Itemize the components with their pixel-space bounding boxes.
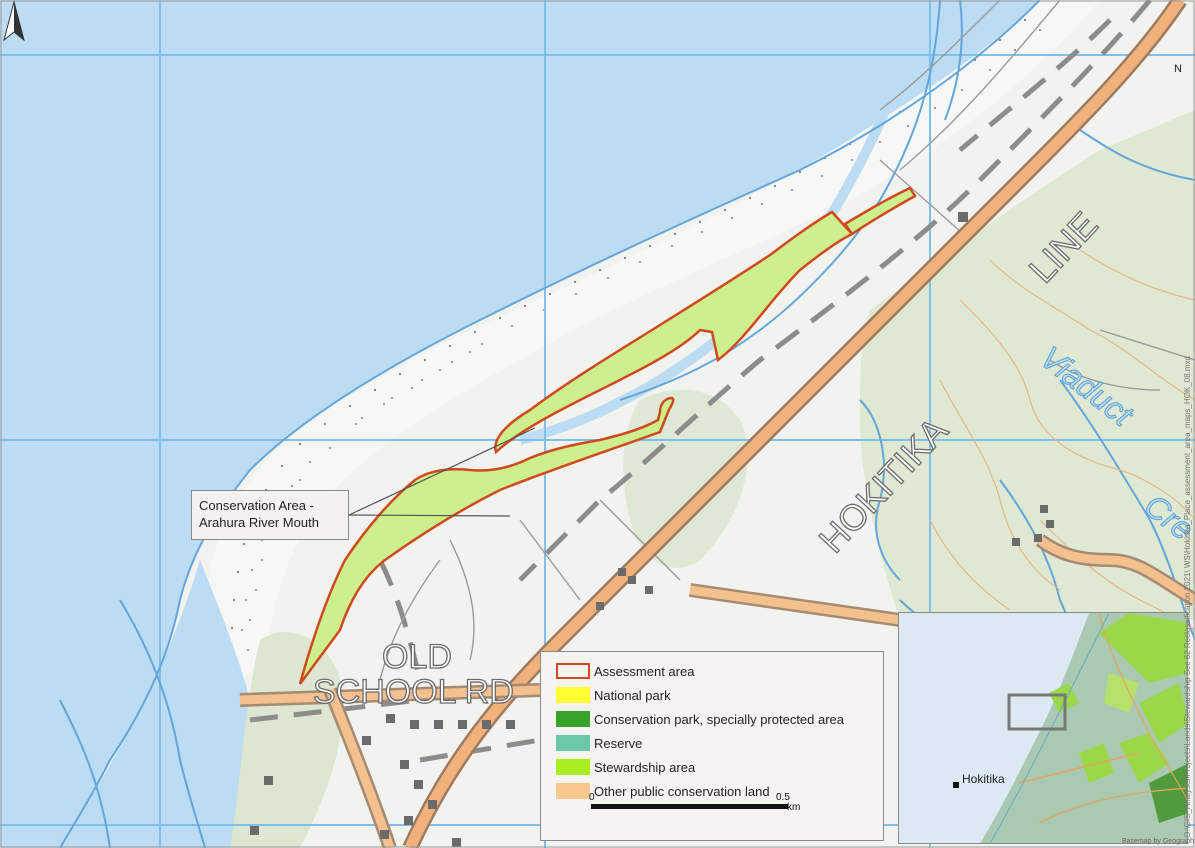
legend-swatch-stewardship-area	[556, 759, 590, 775]
vegetation-east	[860, 110, 1195, 620]
inset-extent-box	[1007, 693, 1067, 731]
thin-tracks	[379, 0, 1195, 681]
legend-swatch-assessment-area	[556, 663, 590, 679]
legend-item-other-public-land: Other public conservation land	[556, 782, 770, 800]
streams	[59, 0, 1195, 848]
scale-bar: 0 0.5 km	[589, 792, 841, 822]
legend-label: Conservation park, specially protected a…	[594, 711, 845, 727]
scale-label-start: 0	[589, 792, 595, 803]
legend-label: National park	[594, 687, 671, 703]
legend-label: Other public conservation land	[594, 783, 770, 799]
legend-item-reserve: Reserve	[556, 734, 642, 752]
contours	[929, 249, 1195, 631]
callout-line-1: Conservation Area -	[199, 498, 314, 513]
inset-basemap	[899, 613, 1187, 843]
legend-item-stewardship-area: Stewardship area	[556, 758, 695, 776]
local-roads	[239, 534, 1195, 848]
inset-town-label: Hokitika	[962, 772, 1005, 786]
legend-swatch-reserve	[556, 735, 590, 751]
legend-label: Assessment area	[594, 663, 695, 679]
scale-label-unit: km	[787, 802, 801, 813]
sea	[0, 0, 1040, 848]
file-path-text: O:\GIS_Analysts\Projects\Lands\Stewardsh…	[1183, 355, 1192, 838]
scale-bar-line	[591, 804, 788, 809]
tracks	[249, 0, 1152, 763]
assessment-area[interactable]	[298, 186, 917, 685]
river-lagoon	[60, 560, 255, 848]
basemap-credit: Basemap by Geograph	[1122, 838, 1194, 845]
legend-item-assessment-area: Assessment area	[556, 662, 694, 680]
beach	[208, 0, 1101, 690]
scale-label-mid: 0.5	[776, 792, 790, 803]
legend-label: Reserve	[594, 735, 643, 751]
legend: Assessment area National park Conservati…	[540, 651, 884, 841]
legend-swatch-other-public-land	[556, 783, 590, 799]
legend-label: Stewardship area	[594, 759, 696, 775]
assessment-polygon-main	[298, 396, 675, 685]
label-old: OLD	[382, 638, 452, 676]
town-marker-icon	[953, 782, 959, 788]
label-school-rd: SCHOOL RD	[313, 673, 514, 711]
callout-leaders	[348, 427, 536, 517]
legend-item-conservation-park: Conservation park, specially protected a…	[556, 710, 844, 728]
buildings	[250, 212, 1054, 847]
north-arrow-icon	[3, 0, 25, 42]
legend-swatch-conservation-park	[556, 711, 590, 727]
legend-swatch-national-park	[556, 687, 590, 703]
inset-map[interactable]: Hokitika	[898, 612, 1188, 844]
beach-stipple	[230, 18, 1041, 658]
vegetation-west	[230, 632, 343, 848]
legend-item-national-park: National park	[556, 686, 671, 704]
callout-line-2: Arahura River Mouth	[199, 515, 319, 530]
callout-conservation-area: Conservation Area - Arahura River Mouth	[191, 490, 349, 540]
assessment-polygon-tip	[843, 186, 917, 236]
north-label: N	[1174, 63, 1182, 75]
